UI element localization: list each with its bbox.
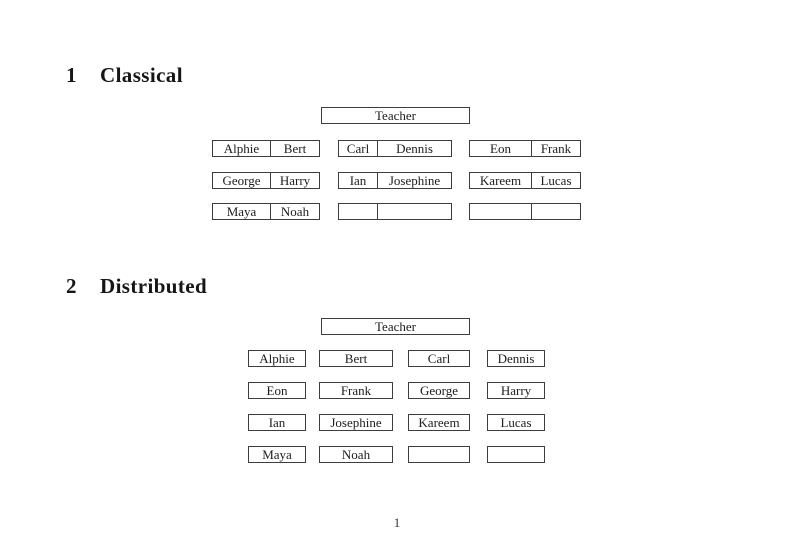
desk-seat (531, 204, 580, 219)
single-desk: Frank (319, 382, 393, 399)
desk-seat: Eon (490, 141, 511, 156)
desk: Maya Noah (212, 203, 320, 220)
desk-seat: Harry (270, 173, 319, 188)
desk: Carl Dennis (338, 140, 452, 157)
desk-seat: Alphie (223, 141, 260, 156)
desk-seat: Frank (531, 141, 580, 156)
single-desk: Harry (487, 382, 545, 399)
teacher-label: Teacher (375, 319, 416, 334)
single-desk: Josephine (319, 414, 393, 431)
desk (469, 203, 581, 220)
desk-seat (377, 204, 451, 219)
desk-seat: Noah (270, 204, 319, 219)
desk: Kareem Lucas (469, 172, 581, 189)
desk-seat: Carl (346, 141, 370, 156)
desk-seat: George (222, 173, 261, 188)
single-desk: Noah (319, 446, 393, 463)
desk-seat: Josephine (377, 173, 451, 188)
desk: Ian Josephine (338, 172, 452, 189)
section-number: 2 (66, 274, 77, 298)
page-number: 1 (393, 515, 401, 530)
teacher-box: Teacher (321, 318, 470, 335)
single-desk: Carl (408, 350, 470, 367)
single-desk: Ian (248, 414, 306, 431)
single-desk: Lucas (487, 414, 545, 431)
desk-seat: Kareem (479, 173, 522, 188)
desk-seat: Maya (226, 204, 257, 219)
single-desk: Dennis (487, 350, 545, 367)
single-desk: Kareem (408, 414, 470, 431)
teacher-box: Teacher (321, 107, 470, 124)
single-desk (487, 446, 545, 463)
desk: George Harry (212, 172, 320, 189)
desk-seat: Ian (349, 173, 367, 188)
single-desk (408, 446, 470, 463)
desk (338, 203, 452, 220)
single-desk: Bert (319, 350, 393, 367)
desk-seat: Dennis (377, 141, 451, 156)
single-desk: George (408, 382, 470, 399)
section-number: 1 (66, 63, 77, 87)
desk: Eon Frank (469, 140, 581, 157)
section-heading-distributed: 2 Distributed (66, 275, 207, 297)
single-desk: Alphie (248, 350, 306, 367)
desk: Alphie Bert (212, 140, 320, 157)
desk-seat (470, 204, 531, 219)
desk-seat (339, 204, 377, 219)
section-heading-classical: 1 Classical (66, 64, 183, 86)
desk-seat: Bert (270, 141, 319, 156)
teacher-label: Teacher (375, 108, 416, 123)
desk-seat: Lucas (531, 173, 580, 188)
single-desk: Eon (248, 382, 306, 399)
single-desk: Maya (248, 446, 306, 463)
section-title: Distributed (100, 274, 208, 298)
section-title: Classical (100, 63, 183, 87)
